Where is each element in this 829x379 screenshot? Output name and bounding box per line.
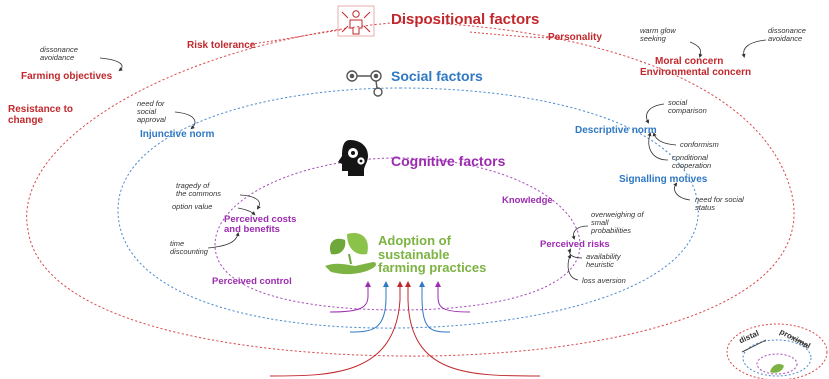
note-time-discounting: time discounting	[170, 239, 208, 256]
note-need-for-social-status: need for social status	[695, 195, 744, 212]
note-arrow-option	[237, 207, 256, 216]
arrow-red-left	[269, 281, 403, 377]
arrow-purple-left	[329, 281, 371, 313]
personality-label: Personality	[548, 32, 602, 43]
arrow-red-right	[405, 281, 541, 377]
note-arrow-time	[207, 232, 240, 249]
arrow-blue-left	[349, 281, 389, 333]
adoption-sustainable-farming-label: Adoption of sustainable farming practice…	[378, 233, 487, 276]
note-conformism: conformism	[680, 140, 719, 149]
personality-connector	[469, 31, 561, 39]
note-tragedy-of-the-commons: tragedy of the commons	[176, 181, 222, 198]
note-arrow-overweighing	[571, 225, 589, 240]
social-ring	[117, 87, 699, 329]
dispositional-ring	[26, 21, 795, 357]
cognitive-factors-heading: Cognitive factors	[391, 153, 506, 169]
social-factors-heading: Social factors	[391, 68, 483, 84]
note-social-comparison: social comparison	[668, 98, 707, 115]
note-need-for-social-approval: need for social approval	[137, 99, 166, 124]
note-availability-heuristic: availability heuristic	[586, 252, 621, 269]
note-warm-glow-seeking: warm glow seeking	[640, 26, 676, 43]
person-network-icon	[337, 5, 375, 37]
note-option-value: option value	[172, 202, 213, 211]
note-arrow-conformism	[652, 132, 677, 146]
note-arrow-approval	[174, 111, 196, 130]
note-dissonance-avoidance-right: dissonance avoidance	[768, 26, 806, 43]
note-arrow-social-comparison	[645, 103, 665, 124]
note-arrow-dissonance-left	[99, 57, 123, 72]
head-gears-icon	[338, 140, 368, 176]
note-arrow-conditional	[647, 132, 669, 161]
perceived-risks-label: Perceived risks	[540, 239, 610, 250]
note-conditional-cooperation: conditional cooperation	[672, 153, 712, 170]
knowledge-label: Knowledge	[502, 195, 553, 206]
hand-leaf-icon	[325, 232, 376, 275]
note-loss-aversion: loss aversion	[582, 276, 626, 285]
distance-target-icon	[726, 323, 828, 379]
arrow-blue-right	[419, 281, 451, 333]
risk-tolerance-connector	[249, 29, 341, 45]
note-arrow-loss	[567, 254, 579, 281]
descriptive-norm-label: Descriptive norm	[575, 125, 657, 136]
arrow-purple-right	[435, 281, 471, 313]
note-arrow-warm-glow	[689, 41, 703, 58]
farming-objectives-label: Farming objectives	[21, 71, 113, 82]
risk-tolerance-label: Risk tolerance	[187, 40, 256, 51]
note-arrow-dissonance-right	[741, 39, 767, 58]
perceived-control-label: Perceived control	[212, 276, 292, 287]
note-arrow-tragedy	[239, 194, 261, 210]
cognitive-ring	[214, 157, 581, 311]
signalling-motives-label: Signalling motives	[619, 174, 708, 185]
perceived-costs-benefits-label: Perceived costs and benefits	[224, 214, 297, 236]
injunctive-norm-label: Injunctive norm	[140, 129, 215, 140]
note-arrow-availability	[567, 248, 583, 259]
moral-concern-label: Moral concern	[655, 56, 724, 67]
note-arrow-status	[673, 182, 691, 201]
social-network-icon	[346, 70, 383, 97]
dispositional-factors-heading: Dispositional factors	[391, 11, 540, 28]
environmental-concern-label: Environmental concern	[640, 67, 752, 78]
note-dissonance-avoidance-left: dissonance avoidance	[40, 45, 78, 62]
note-overweighing-small-probabilities: overweighing of small probabilities	[591, 210, 644, 235]
resistance-to-change-label: Resistance to change	[8, 104, 74, 126]
